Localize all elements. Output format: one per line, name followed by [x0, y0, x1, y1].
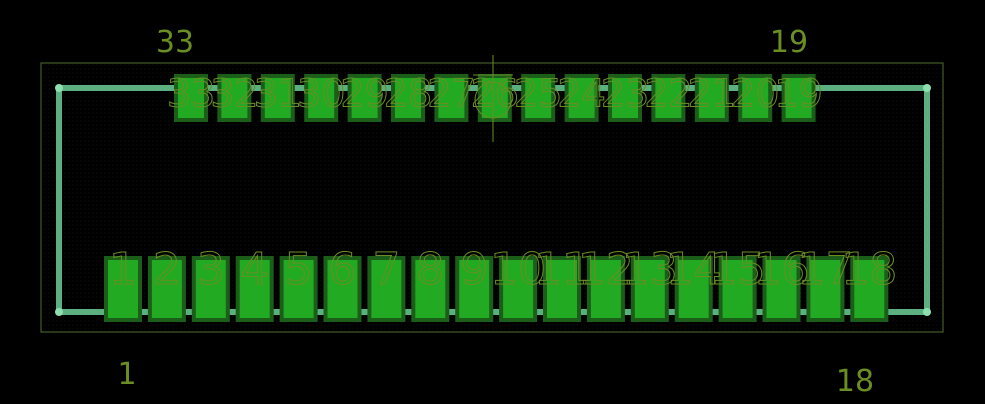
pad-28[interactable] — [391, 74, 425, 122]
pad-label-16: 16 — [754, 244, 810, 295]
pad-label-12: 12 — [578, 244, 634, 295]
pad-label-3: 3 — [197, 244, 225, 295]
corner-label-top-right: 19 — [770, 25, 808, 60]
pad-32[interactable] — [217, 74, 252, 122]
pad-label-29: 29 — [340, 72, 388, 116]
pad-label-7: 7 — [372, 244, 400, 295]
pad-label-25: 25 — [514, 72, 562, 116]
pad-27[interactable] — [434, 74, 469, 122]
pad-7[interactable] — [367, 256, 406, 322]
corner-label-top-left: 33 — [156, 25, 194, 60]
pad-label-30: 30 — [297, 72, 345, 116]
pad-label-13: 13 — [622, 244, 678, 295]
pad-label-14: 14 — [666, 244, 722, 295]
pad-29[interactable] — [347, 74, 382, 122]
pad-label-22: 22 — [644, 72, 692, 116]
pad-label-23: 23 — [601, 72, 649, 116]
pad-18[interactable] — [850, 256, 889, 322]
pad-label-28: 28 — [384, 72, 432, 116]
pad-31[interactable] — [260, 74, 295, 122]
pad-21[interactable] — [694, 74, 729, 122]
pad-label-18: 18 — [841, 244, 897, 295]
pad-label-10: 10 — [490, 244, 546, 295]
pad-5[interactable] — [279, 256, 318, 322]
pad-3[interactable] — [191, 256, 230, 322]
pad-label-33: 33 — [167, 72, 215, 116]
pad-2[interactable] — [147, 256, 186, 322]
pad-24[interactable] — [564, 74, 599, 122]
pad-8[interactable] — [411, 256, 450, 322]
pad-label-27: 27 — [427, 72, 475, 116]
pad-10[interactable] — [499, 256, 538, 322]
origin-crosshair — [473, 55, 513, 142]
outline-corner-dot — [55, 308, 63, 316]
pad-label-20: 20 — [731, 72, 779, 116]
pad-label-5: 5 — [285, 244, 313, 295]
pad-19[interactable] — [781, 74, 816, 122]
pad-label-17: 17 — [797, 244, 853, 295]
pad-22[interactable] — [651, 74, 686, 122]
corner-label-bottom-left: 1 — [117, 357, 136, 392]
pad-1[interactable] — [104, 256, 142, 322]
outline-corner-dot — [923, 84, 931, 92]
pad-label-15: 15 — [710, 244, 766, 295]
pad-33[interactable] — [174, 74, 208, 122]
corner-label-bottom-right: 18 — [836, 364, 874, 399]
pad-11[interactable] — [543, 256, 581, 322]
pad-label-19: 19 — [774, 72, 822, 116]
bottom-pad-row — [104, 256, 889, 322]
pad-26[interactable] — [477, 74, 512, 122]
pad-20[interactable] — [738, 74, 773, 122]
pad-13[interactable] — [630, 256, 669, 322]
pad-label-8: 8 — [416, 244, 444, 295]
outline-corner-dot — [923, 308, 931, 316]
pad-14[interactable] — [674, 256, 713, 322]
pad-9[interactable] — [455, 256, 494, 322]
pad-25[interactable] — [521, 74, 556, 122]
pad-6[interactable] — [323, 256, 362, 322]
pad-12[interactable] — [586, 256, 625, 322]
pad-16[interactable] — [762, 256, 801, 322]
pad-15[interactable] — [718, 256, 757, 322]
pad-label-4: 4 — [241, 244, 269, 295]
pad-label-24: 24 — [557, 72, 605, 116]
pad-label-9: 9 — [460, 244, 488, 295]
pad-4[interactable] — [235, 256, 274, 322]
pad-label-32: 32 — [210, 72, 258, 116]
pad-label-2: 2 — [153, 244, 181, 295]
pad-23[interactable] — [608, 74, 642, 122]
outline-corner-dot — [55, 84, 63, 92]
pad-30[interactable] — [304, 74, 339, 122]
pad-17[interactable] — [806, 256, 845, 322]
pad-label-31: 31 — [254, 72, 302, 116]
pad-label-6: 6 — [329, 244, 357, 295]
top-pad-row — [174, 74, 816, 122]
pad-label-26: 26 — [471, 72, 519, 116]
pad-label-11: 11 — [534, 244, 590, 295]
pad-label-1: 1 — [109, 244, 137, 295]
pad-label-21: 21 — [688, 72, 736, 116]
